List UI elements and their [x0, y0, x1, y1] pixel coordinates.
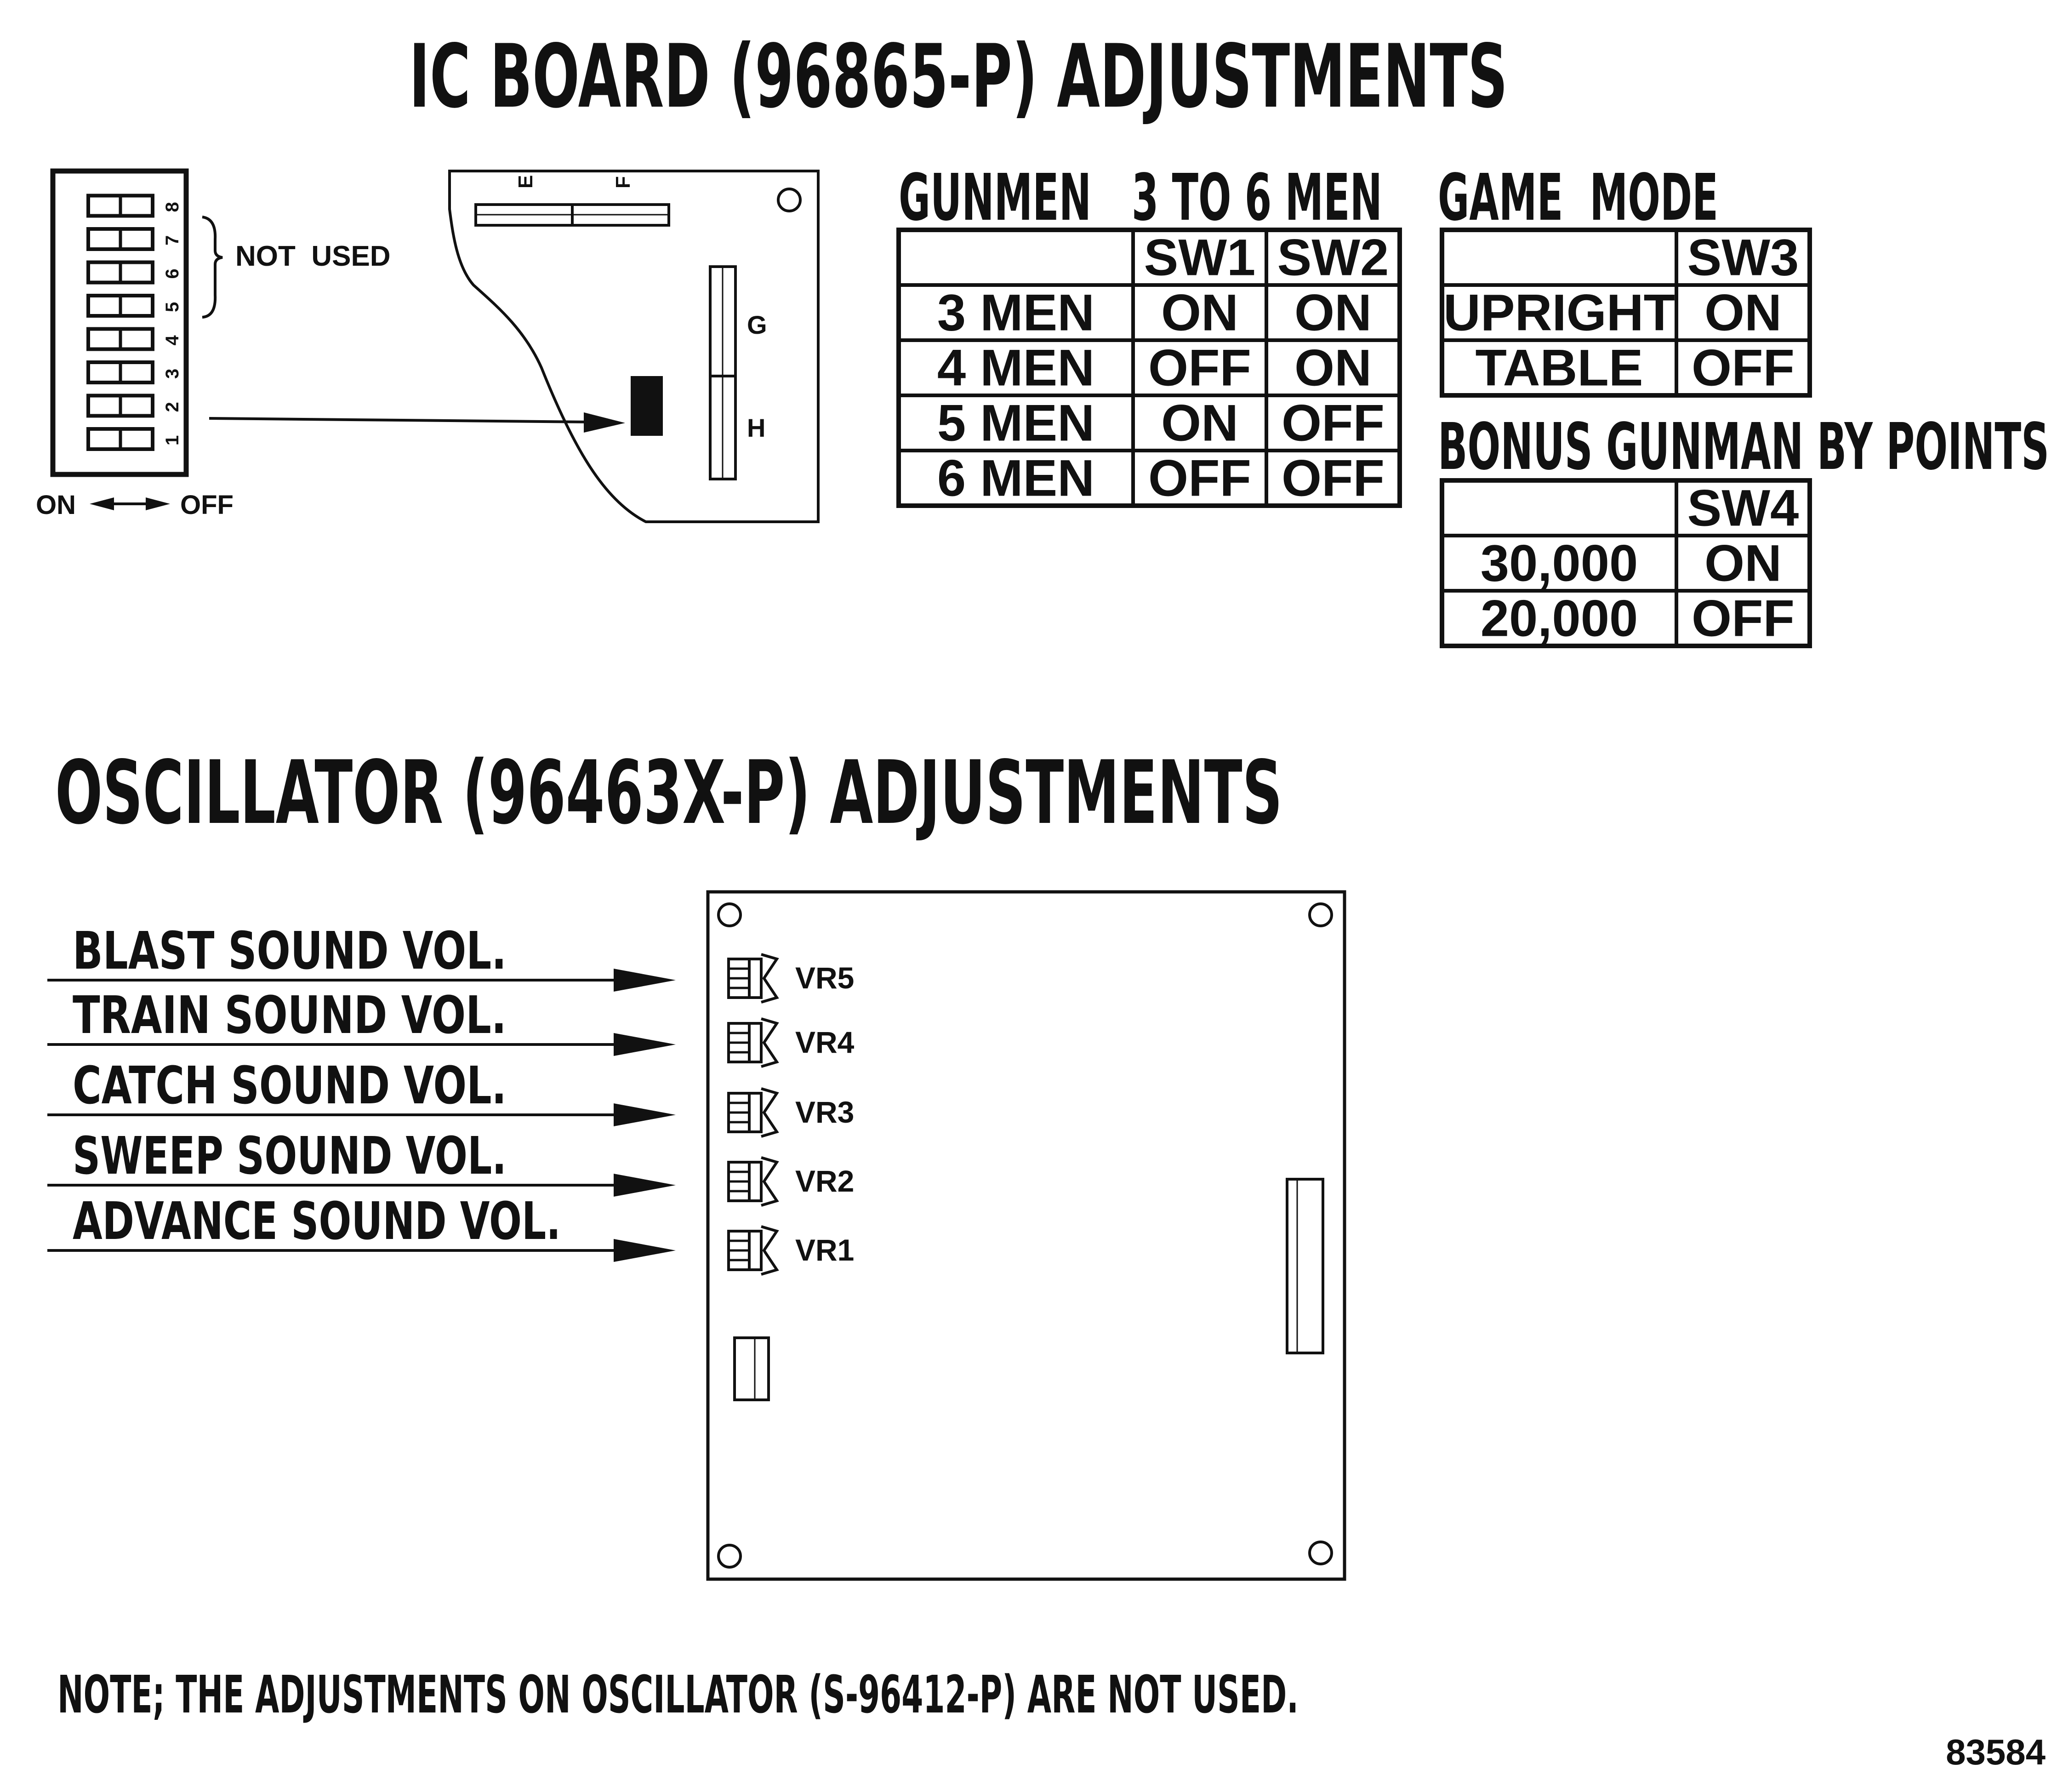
mounting-hole-icon: [1308, 902, 1333, 927]
arrowhead-icon: [614, 1174, 676, 1197]
potentiometer-icon[interactable]: [727, 1017, 779, 1068]
bonus-table: SW4 30,000 ON 20,000 OFF: [1440, 478, 1812, 648]
table-header-cell: SW4: [1687, 479, 1799, 536]
connector-h-label: H: [747, 413, 765, 442]
table-header-cell: SW1: [1144, 228, 1256, 286]
vr-label: VR4: [795, 1025, 855, 1059]
dip-switch-body: [50, 168, 189, 477]
game-mode-heading: GAME MODE: [1438, 160, 1718, 235]
mounting-hole-icon: [1308, 1541, 1333, 1565]
table-cell: UPRIGHT: [1443, 284, 1675, 341]
potentiometer-icon[interactable]: [727, 953, 779, 1004]
not-used-label: NOT USED: [235, 240, 391, 272]
oscillator-title: OSCILLATOR (96463X-P) ADJUSTMENTS: [55, 742, 1282, 844]
note-text: NOTE; THE ADJUSTMENTS ON OSCILLATOR (S-9…: [57, 1665, 1299, 1725]
potentiometer-icon[interactable]: [727, 1225, 779, 1276]
dip-switch-number: 5: [162, 302, 182, 312]
table-cell: OFF: [1692, 589, 1795, 647]
connector-e-label: E: [514, 175, 537, 188]
osc-connector-right: [1286, 1178, 1324, 1354]
table-cell: ON: [1704, 284, 1782, 341]
mounting-hole-icon: [717, 902, 742, 927]
table-cell: 5 MEN: [937, 394, 1094, 451]
dip-switch-number: 1: [162, 435, 182, 445]
dip-switch-number: 2: [162, 402, 182, 412]
table-cell: ON: [1161, 394, 1238, 451]
volume-control: TRAIN SOUND VOL. VR4: [47, 986, 855, 1068]
potentiometer-icon[interactable]: [727, 1156, 779, 1207]
volume-control: CATCH SOUND VOL. VR3: [47, 1056, 854, 1138]
table-cell: 30,000: [1481, 534, 1638, 592]
volume-label: TRAIN SOUND VOL.: [73, 986, 507, 1045]
table-cell: OFF: [1282, 394, 1385, 451]
ic-board-drawing: E F G H: [448, 170, 820, 523]
volume-label: CATCH SOUND VOL.: [73, 1056, 507, 1116]
volume-control: BLAST SOUND VOL. VR5: [47, 921, 854, 1004]
table-cell: 4 MEN: [937, 339, 1094, 396]
gunmen-heading: GUNMEN 3 TO 6 MEN: [899, 160, 1382, 235]
not-used-brace-icon: [202, 216, 223, 319]
mounting-hole-icon: [777, 188, 802, 212]
ic-board-title: IC BOARD (96865-P) ADJUSTMENTS: [409, 26, 1508, 127]
table-cell: ON: [1294, 284, 1372, 341]
dip-switch-number: 6: [162, 268, 182, 279]
table-header-cell: SW2: [1277, 228, 1389, 286]
dip-switch: 1 2 3 4 5 6 7 8 NOT USED ON OFF: [36, 168, 391, 520]
table-cell: 6 MEN: [937, 449, 1094, 507]
dip-switch-number: 8: [162, 202, 182, 212]
table-cell: TABLE: [1476, 339, 1643, 396]
oscillator-board-outline: [706, 890, 1346, 1581]
arrowhead-icon: [614, 1239, 676, 1262]
table-cell: ON: [1294, 339, 1372, 396]
table-cell: OFF: [1282, 449, 1385, 507]
vr-label: VR1: [795, 1233, 854, 1267]
volume-control: ADVANCE SOUND VOL. VR1: [47, 1192, 854, 1276]
connector-f-label: F: [612, 176, 634, 188]
table-header-cell: SW3: [1687, 228, 1799, 286]
arrowhead-icon: [614, 1033, 676, 1056]
connector-g-label: G: [747, 310, 767, 339]
mounting-hole-icon: [717, 1544, 742, 1569]
volume-label: ADVANCE SOUND VOL.: [73, 1192, 561, 1251]
dip-on-label: ON: [36, 490, 76, 520]
vr-label: VR5: [795, 961, 854, 995]
table-cell: OFF: [1148, 339, 1251, 396]
osc-connector-left: [733, 1336, 770, 1401]
potentiometer-icon[interactable]: [727, 1087, 779, 1138]
dip-switch-number: 7: [162, 235, 182, 245]
table-cell: OFF: [1148, 449, 1251, 507]
table-cell: 3 MEN: [937, 284, 1094, 341]
table-cell: ON: [1161, 284, 1238, 341]
bonus-heading: BONUS GUNMAN BY POINTS: [1438, 410, 2049, 485]
on-off-arrow-icon: [90, 497, 170, 510]
volume-label: SWEEP SOUND VOL.: [73, 1126, 507, 1186]
arrowhead-icon: [614, 969, 676, 992]
dip-pointer-arrow: [209, 412, 625, 433]
dip-switch-number: 3: [162, 369, 182, 379]
dip-switch-location: [631, 376, 663, 436]
part-number: 83584: [1946, 1732, 2046, 1772]
vr-label: VR2: [795, 1164, 854, 1198]
volume-label: BLAST SOUND VOL.: [73, 921, 507, 981]
volume-control: SWEEP SOUND VOL. VR2: [47, 1126, 854, 1207]
table-cell: OFF: [1692, 339, 1795, 396]
ic-board-outline: [448, 170, 820, 523]
vr-label: VR3: [795, 1095, 854, 1129]
dip-switch-number: 4: [162, 335, 182, 346]
table-cell: ON: [1704, 534, 1782, 592]
arrowhead-icon: [614, 1103, 676, 1126]
dip-off-label: OFF: [180, 490, 234, 520]
oscillator-board: [706, 890, 1346, 1581]
table-cell: 20,000: [1481, 589, 1638, 647]
